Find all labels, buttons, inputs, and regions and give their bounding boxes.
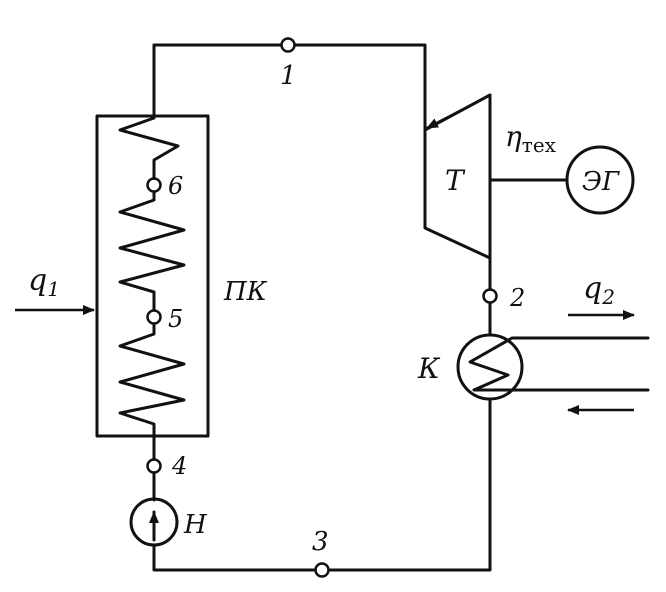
boiler-box <box>95 114 210 438</box>
state-point-4 <box>146 458 162 474</box>
label-heat-input-symbol: q <box>28 263 47 298</box>
state-point-2 <box>482 288 498 304</box>
label-generator: ЭГ <box>582 167 620 197</box>
label-state-6: 6 <box>168 172 183 200</box>
label-state-1: 1 <box>280 61 297 91</box>
state-point-1 <box>280 37 296 53</box>
state-point-5 <box>146 309 162 325</box>
label-turbine: T <box>445 164 466 197</box>
state-point-3 <box>314 562 330 578</box>
state-point-6 <box>146 177 162 193</box>
label-condenser: К <box>417 352 441 385</box>
label-state-4: 4 <box>171 452 187 480</box>
label-efficiency: ηтех <box>505 120 557 157</box>
label-state-5: 5 <box>168 305 183 333</box>
economizer-coil <box>118 322 186 434</box>
label-heat-rejection-subscript: 2 <box>601 285 615 309</box>
condenser-coil <box>468 336 542 392</box>
pump-circle <box>129 497 179 547</box>
generator-circle <box>565 145 635 215</box>
turbine-inlet-arrow-icon <box>426 110 459 130</box>
condenser-circle <box>456 333 524 401</box>
label-boiler: ПК <box>223 277 268 307</box>
label-heat-input: q1 <box>28 263 60 301</box>
evaporator-coil <box>118 190 186 312</box>
label-efficiency-subscript: тех <box>522 133 557 157</box>
label-heat-rejection-symbol: q <box>583 271 602 306</box>
label-state-3: 3 <box>312 527 329 557</box>
label-pump: Н <box>183 510 208 540</box>
label-heat-input-subscript: 1 <box>47 277 60 301</box>
superheater-coil <box>118 116 180 180</box>
label-heat-rejection: q2 <box>583 271 615 309</box>
label-state-2: 2 <box>509 284 525 312</box>
turbine-body <box>423 93 492 260</box>
label-efficiency-symbol: η <box>505 120 522 153</box>
